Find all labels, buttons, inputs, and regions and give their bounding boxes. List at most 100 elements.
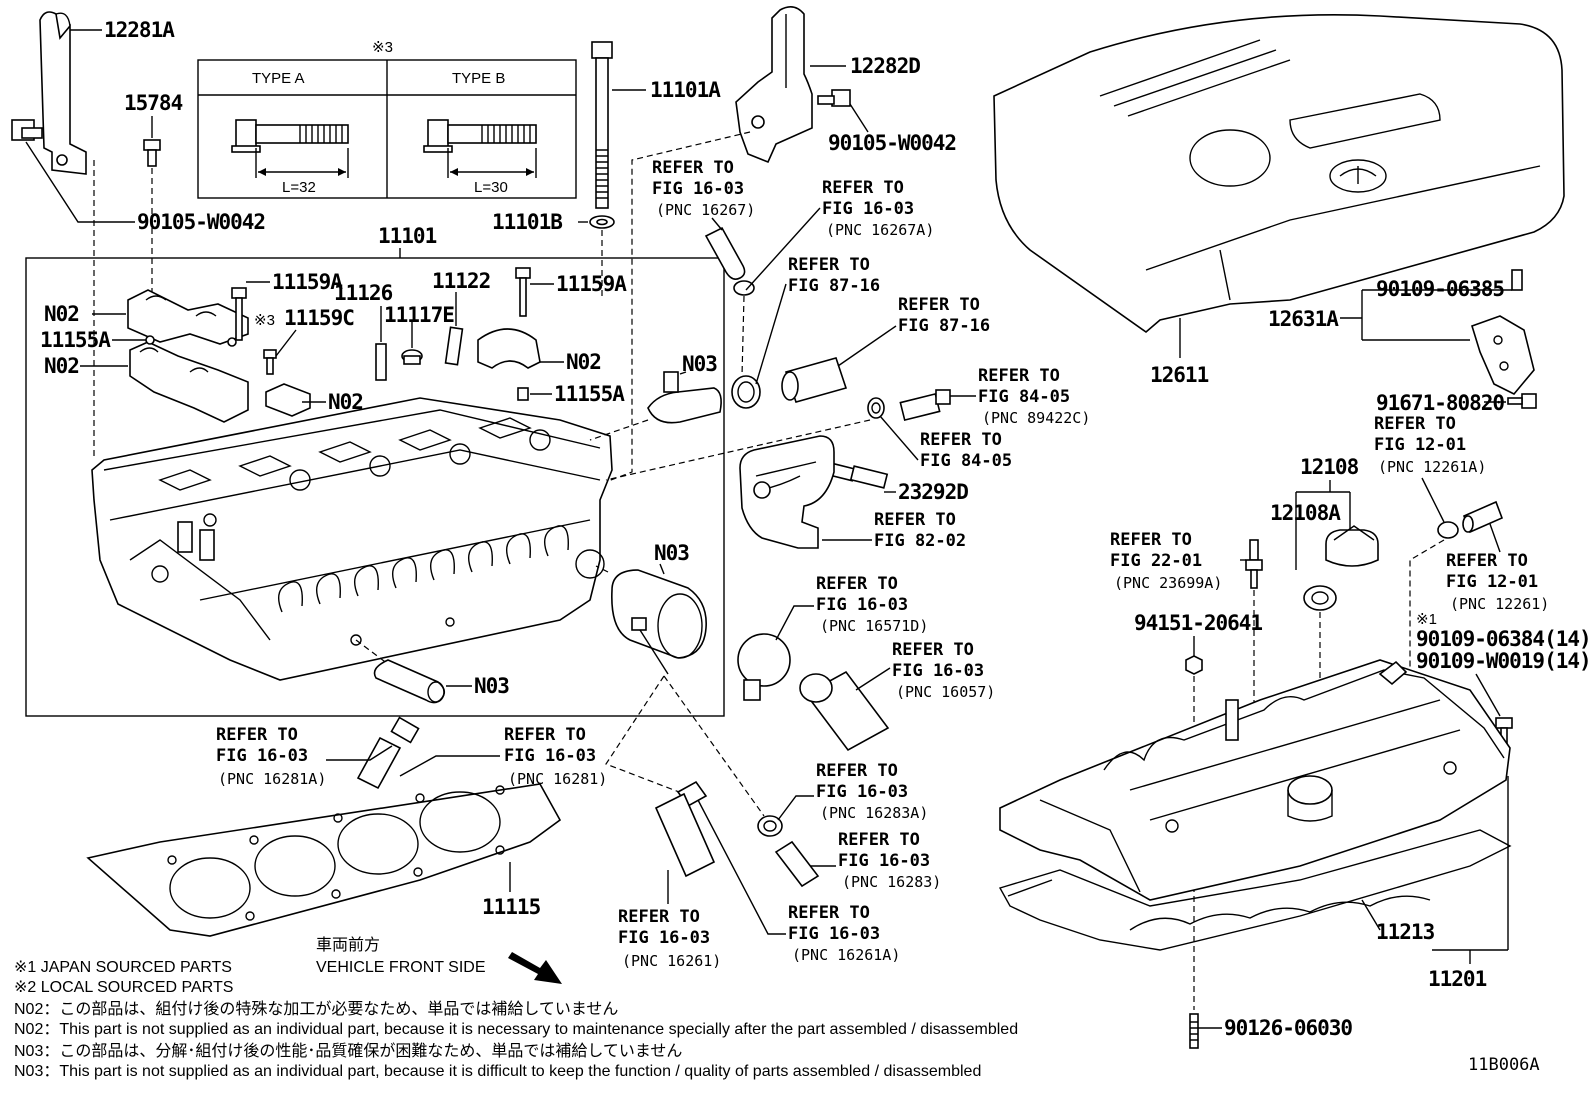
bolt-90105-w0042-right-drawing [817,89,851,107]
refer-pnc: (PNC 16281) [508,770,607,788]
refer-line2: FIG 22-01 [1110,551,1202,571]
bracket-82-02-drawing [739,435,835,549]
stud-23292D-drawing [827,462,889,489]
nut-94151-20641-drawing [1185,655,1203,675]
refer-fig-16-03-pnc-16283A[interactable]: REFER TO FIG 16-03 (PNC 16283A) [816,761,928,822]
refer-line1: REFER TO [1446,551,1528,571]
refer-line1: REFER TO [788,903,870,923]
clamp-87-16-drawing [731,375,761,409]
refer-line2: FIG 12-01 [1446,572,1538,592]
note-N03-en: N03：This part is not supplied as an indi… [14,1063,981,1080]
refer-pnc: (PNC 16261A) [792,946,900,964]
refer-fig-87-16-clamp[interactable]: REFER TO FIG 87-16 [788,255,880,296]
label-91671-80820: 91671-80820 [1376,391,1504,415]
engine-cover-12611-drawing [993,13,1565,334]
refer-line2: FIG 84-05 [978,387,1070,407]
bolt-15784-drawing [143,139,161,167]
refer-fig-87-16-hose[interactable]: REFER TO FIG 87-16 [898,295,990,336]
washer-11101B-drawing [589,215,615,229]
refer-line1: REFER TO [816,761,898,781]
plug-N03-bottom-drawing [373,659,446,704]
plug-N03-top-drawing [647,371,722,424]
dowel-11155A-right-drawing [517,387,529,401]
refer-line2: FIG 84-05 [920,451,1012,471]
oil-cap-gasket-drawing [1303,585,1337,611]
label-11101B: 11101B [492,210,562,234]
camshaft-caps-drawing [127,289,541,423]
hose-16261-drawing [654,780,716,878]
head-gasket-11115-drawing [86,783,562,937]
refer-fig-12-01-pnc-12261[interactable]: REFER TO FIG 12-01 (PNC 12261) [1446,551,1549,613]
label-N03-bottom: N03 [474,674,509,698]
refer-line1: REFER TO [788,255,870,275]
oil-filler-cap-12108A-drawing [1325,525,1379,567]
front-label-en: VEHICLE FRONT SIDE [316,959,486,976]
note-japan-sourced: ※1 JAPAN SOURCED PARTS [14,959,232,976]
label-11159C-mark: ※3 [254,312,275,329]
refer-line1: REFER TO [1110,530,1192,550]
refer-line1: REFER TO [838,830,920,850]
refer-line1: REFER TO [898,295,980,315]
note-N03-jp: N03：この部品は、分解･組付け後の性能･品質確保が困難なため、単品では補給して… [14,1042,682,1060]
refer-fig-16-03-pnc-16057[interactable]: REFER TO FIG 16-03 (PNC 16057) [892,640,995,701]
bolt-type-a-drawing [231,119,349,178]
label-94151-20641: 94151-20641 [1134,611,1262,635]
refer-line1: REFER TO [816,574,898,594]
refer-line2: FIG 16-03 [816,595,908,615]
refer-fig-16-03-pnc-16283[interactable]: REFER TO FIG 16-03 (PNC 16283) [838,830,941,891]
label-90105-W0042-right: 90105-W0042 [828,131,956,155]
label-11159A-left: 11159A [272,270,343,294]
engine-hanger-12282D-drawing [735,6,813,164]
clamp-12261A-drawing [1437,521,1459,539]
clamp-16571D-drawing [737,633,791,701]
label-90126-06030: 90126-06030 [1224,1016,1352,1040]
refer-fig-16-03-pnc-16267[interactable]: REFER TO FIG 16-03 (PNC 16267) [652,158,755,219]
refer-fig-16-03-pnc-16571D[interactable]: REFER TO FIG 16-03 (PNC 16571D) [816,574,928,635]
refer-line1: REFER TO [216,725,298,745]
seal-11117E-drawing [401,349,423,365]
label-90105-W0042-left: 90105-W0042 [137,210,265,234]
refer-fig-82-02[interactable]: REFER TO FIG 82-02 [874,510,966,551]
bolt-11159A-right-drawing [515,267,531,317]
label-11201: 11201 [1428,967,1487,991]
refer-fig-16-03-pnc-16281A[interactable]: REFER TO FIG 16-03 (PNC 16281A) [216,725,326,788]
refer-line2: FIG 16-03 [216,746,308,766]
label-11155A-left: 11155A [40,328,111,352]
refer-line2: FIG 16-03 [838,851,930,871]
head-bolt-11101A-drawing [591,41,613,209]
refer-fig-16-03-pnc-16261A[interactable]: REFER TO FIG 16-03 (PNC 16261A) [788,903,900,964]
bolt-91671-80820-drawing [1507,393,1537,409]
refer-fig-16-03-pnc-16261[interactable]: REFER TO FIG 16-03 (PNC 16261) [618,907,721,970]
refer-fig-22-01-pnc-23699A[interactable]: REFER TO FIG 22-01 (PNC 23699A) [1110,530,1222,592]
refer-fig-84-05-washer[interactable]: REFER TO FIG 84-05 [920,430,1012,471]
label-11115: 11115 [482,895,541,919]
refer-line1: REFER TO [822,178,904,198]
cylinder-head-cover-11201-drawing [999,659,1511,901]
bolt-11159C-drawing [263,349,277,375]
stud-90126-06030-drawing [1189,1013,1199,1049]
refer-line2: FIG 12-01 [1374,435,1466,455]
hose-87-16-drawing [781,357,848,403]
refer-line1: REFER TO [978,366,1060,386]
label-15784: 15784 [124,91,183,115]
refer-pnc: (PNC 12261) [1450,595,1549,613]
refer-fig-84-05-pnc-89422C[interactable]: REFER TO FIG 84-05 (PNC 89422C) [978,366,1090,427]
refer-fig-16-03-pnc-16281[interactable]: REFER TO FIG 16-03 (PNC 16281) [504,725,607,788]
bolt-90105-w0042-left-drawing [11,119,43,141]
refer-fig-12-01-pnc-12261A[interactable]: REFER TO FIG 12-01 (PNC 12261A) [1374,414,1486,476]
note-N02-en: N02：This part is not supplied as an indi… [14,1021,1018,1038]
inset-mark: ※3 [372,39,393,56]
label-N03-top: N03 [682,352,717,376]
refer-line1: REFER TO [618,907,700,927]
refer-fig-16-03-pnc-16267A[interactable]: REFER TO FIG 16-03 (PNC 16267A) [822,178,934,239]
sensor-89422C-drawing [899,389,951,422]
label-12108A: 12108A [1270,501,1341,525]
refer-pnc: (PNC 16283A) [820,804,928,822]
engine-hanger-bracket-drawing [39,11,87,175]
refer-line2: FIG 16-03 [504,746,596,766]
refer-line2: FIG 87-16 [898,316,990,336]
refer-pnc: (PNC 16283) [842,873,941,891]
label-N02-a: N02 [44,302,79,326]
refer-line1: REFER TO [504,725,586,745]
